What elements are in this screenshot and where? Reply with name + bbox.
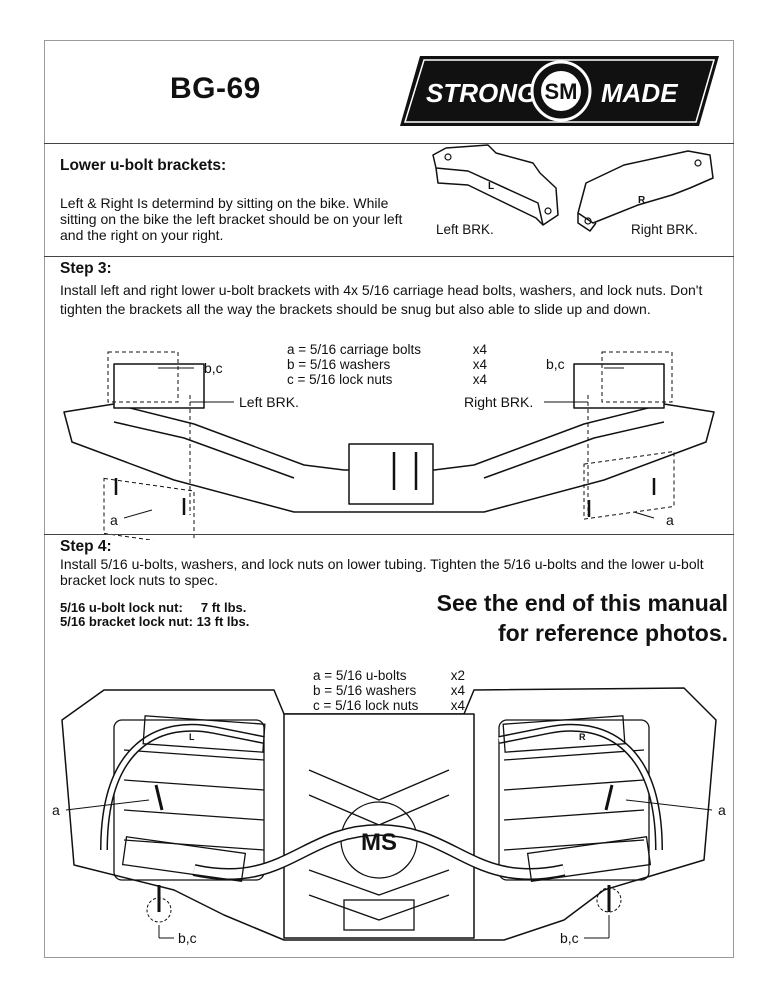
right-bracket-caption: Right BRK.: [631, 222, 698, 237]
torque-row: 5/16 bracket lock nut: 13 ft lbs.: [60, 614, 250, 629]
torque-row: 5/16 u-bolt lock nut: 7 ft lbs.: [60, 600, 247, 615]
section-divider: [44, 256, 734, 257]
svg-text:SM: SM: [545, 79, 578, 104]
svg-text:STRONG: STRONG: [426, 78, 537, 108]
center-logo: MS: [361, 829, 397, 856]
step4-bumper-diagram: a a b,c b,c L R MS: [52, 687, 726, 946]
step3-instructions: Install left and right lower u-bolt brac…: [60, 282, 703, 317]
step3-bumper-diagram: b,c b,c Left BRK. Right BRK. a a: [63, 351, 715, 540]
callout-bc-right: b,c: [560, 930, 579, 946]
callout-a-right: a: [718, 802, 726, 818]
reference-note: See the end of this manual for reference…: [436, 590, 728, 646]
callout-a-left: a: [52, 802, 60, 818]
left-mark: L: [189, 732, 195, 742]
torque-specs: 5/16 u-bolt lock nut: 7 ft lbs. 5/16 bra…: [60, 601, 300, 629]
step4-instructions: Install 5/16 u-bolts, washers, and lock …: [60, 556, 704, 588]
callout-a-right: a: [666, 512, 674, 528]
callout-left-brk: Left BRK.: [239, 394, 299, 410]
callout-right-brk: Right BRK.: [464, 394, 533, 410]
step3-title: Step 3:: [60, 260, 112, 277]
model-number: BG-69: [170, 72, 261, 105]
right-bracket-mark: R: [638, 195, 646, 206]
page-frame: [44, 40, 734, 958]
bracket-pair-illustration: L R: [432, 144, 714, 232]
left-bracket-mark: L: [488, 181, 494, 192]
step4-title: Step 4:: [60, 538, 112, 555]
brackets-title: Lower u-bolt brackets:: [60, 157, 227, 174]
callout-a-left: a: [110, 512, 118, 528]
callout-bc-right: b,c: [546, 356, 565, 372]
section-divider: [44, 534, 734, 535]
left-bracket-caption: Left BRK.: [436, 222, 494, 237]
svg-text:MADE: MADE: [601, 78, 678, 108]
section-divider: [44, 143, 734, 144]
right-mark: R: [579, 732, 586, 742]
brackets-description: Left & Right Is determind by sitting on …: [60, 195, 403, 243]
callout-bc-left: b,c: [178, 930, 197, 946]
callout-bc-left: b,c: [204, 360, 223, 376]
strongmade-logo: STRONG SM MADE: [400, 56, 719, 126]
